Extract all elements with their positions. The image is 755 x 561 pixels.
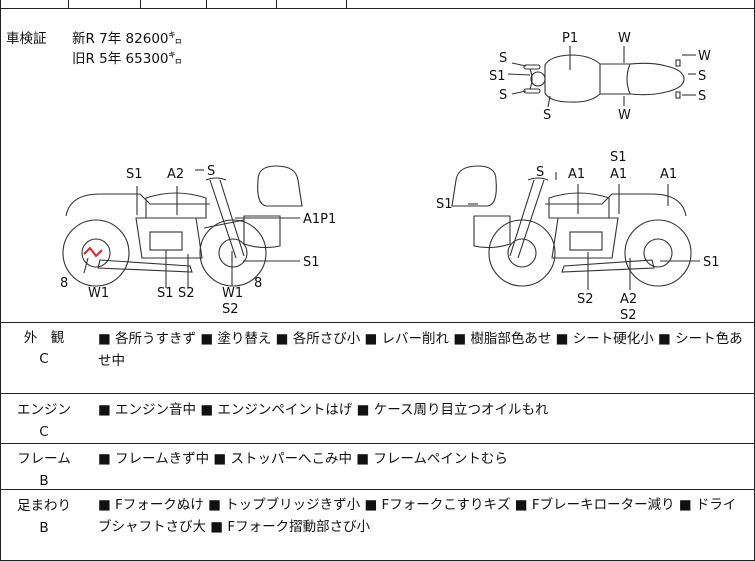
condition-name: 足まわり	[17, 498, 71, 514]
condition-name: エンジン	[17, 402, 71, 418]
damage-diagram: P1 W W S S1 S S S S W S1 A2 S A1P1 S1 8 …	[60, 31, 720, 323]
condition-grade: B	[39, 520, 49, 536]
diagram-label: S1	[610, 150, 627, 165]
motorcycle-left-view	[62, 165, 303, 287]
diagram-label: S2	[577, 292, 594, 307]
diagram-label: S1	[436, 197, 453, 212]
motorcycle-top-view	[523, 54, 685, 103]
diagram-label: S1	[303, 255, 320, 270]
table-rule	[276, 0, 277, 9]
diagram-label: S1	[157, 286, 174, 301]
condition-grade: B	[39, 473, 49, 489]
diagram-label: S	[698, 69, 706, 84]
diagram-label: S2	[222, 302, 239, 317]
diagram-label: A2	[620, 292, 637, 307]
diagram-label: S	[499, 88, 507, 103]
condition-notes: ■ エンジン音中 ■ エンジンペイントはげ ■ ケース周り目立つオイルもれ	[98, 402, 549, 418]
diagram-label: S1	[126, 167, 143, 182]
diagram-label: S1	[489, 69, 506, 84]
motorcycle-right-view	[451, 165, 692, 287]
diagram-label: A2	[167, 167, 184, 182]
table-rule	[0, 393, 755, 394]
diagram-label: 8	[60, 276, 68, 291]
table-rule	[0, 8, 755, 9]
table-rule	[68, 0, 69, 9]
inspection-new: 新R 7年 82600㌔	[72, 31, 182, 47]
diagram-label: S2	[620, 308, 637, 323]
diagram-label: W	[618, 31, 631, 46]
table-rule	[140, 0, 141, 9]
table-rule	[0, 443, 755, 444]
diagram-label: S1	[703, 255, 720, 270]
condition-grade: C	[39, 424, 49, 440]
diagram-label: S	[543, 108, 551, 123]
condition-name: 外 観	[23, 330, 65, 346]
diagram-label: A1	[610, 167, 627, 182]
table-rule	[0, 322, 755, 323]
inspection-old: 旧R 5年 65300㌔	[72, 51, 182, 67]
diagram-label: A1	[568, 167, 585, 182]
table-rule	[0, 489, 755, 490]
condition-notes: ■ フレームきず中 ■ ストッパーへこみ中 ■ フレームペイントむら	[98, 451, 508, 467]
inspection-label: 車検証	[6, 31, 47, 47]
diagram-label: A1	[660, 167, 677, 182]
diagram-label: S	[207, 164, 215, 179]
diagram-label: W1	[222, 286, 243, 301]
diagram-label: W	[698, 49, 711, 64]
table-rule	[0, 0, 1, 561]
diagram-label: S	[499, 51, 507, 66]
condition-grade: C	[39, 351, 49, 367]
condition-notes: ■ 各所うすきず ■ 塗り替え ■ 各所さび小 ■ レバー削れ ■ 樹脂部色あせ…	[98, 331, 743, 369]
table-rule	[206, 0, 207, 9]
diagram-label: 8	[254, 276, 262, 291]
condition-notes: ■ Fフォークぬけ ■ トップブリッジきず小 ■ Fフォークこすりキズ ■ Fブ…	[98, 497, 737, 535]
diagram-label: S	[698, 89, 706, 104]
damage-mark	[83, 246, 103, 258]
diagram-label: W	[618, 108, 631, 123]
diagram-label: A1P1	[303, 212, 336, 227]
diagram-label: S	[536, 165, 544, 180]
diagram-label: W1	[88, 286, 109, 301]
condition-name: フレーム	[17, 451, 71, 467]
diagram-label: P1	[562, 31, 578, 46]
diagram-label: S2	[178, 286, 195, 301]
table-rule	[346, 0, 347, 9]
